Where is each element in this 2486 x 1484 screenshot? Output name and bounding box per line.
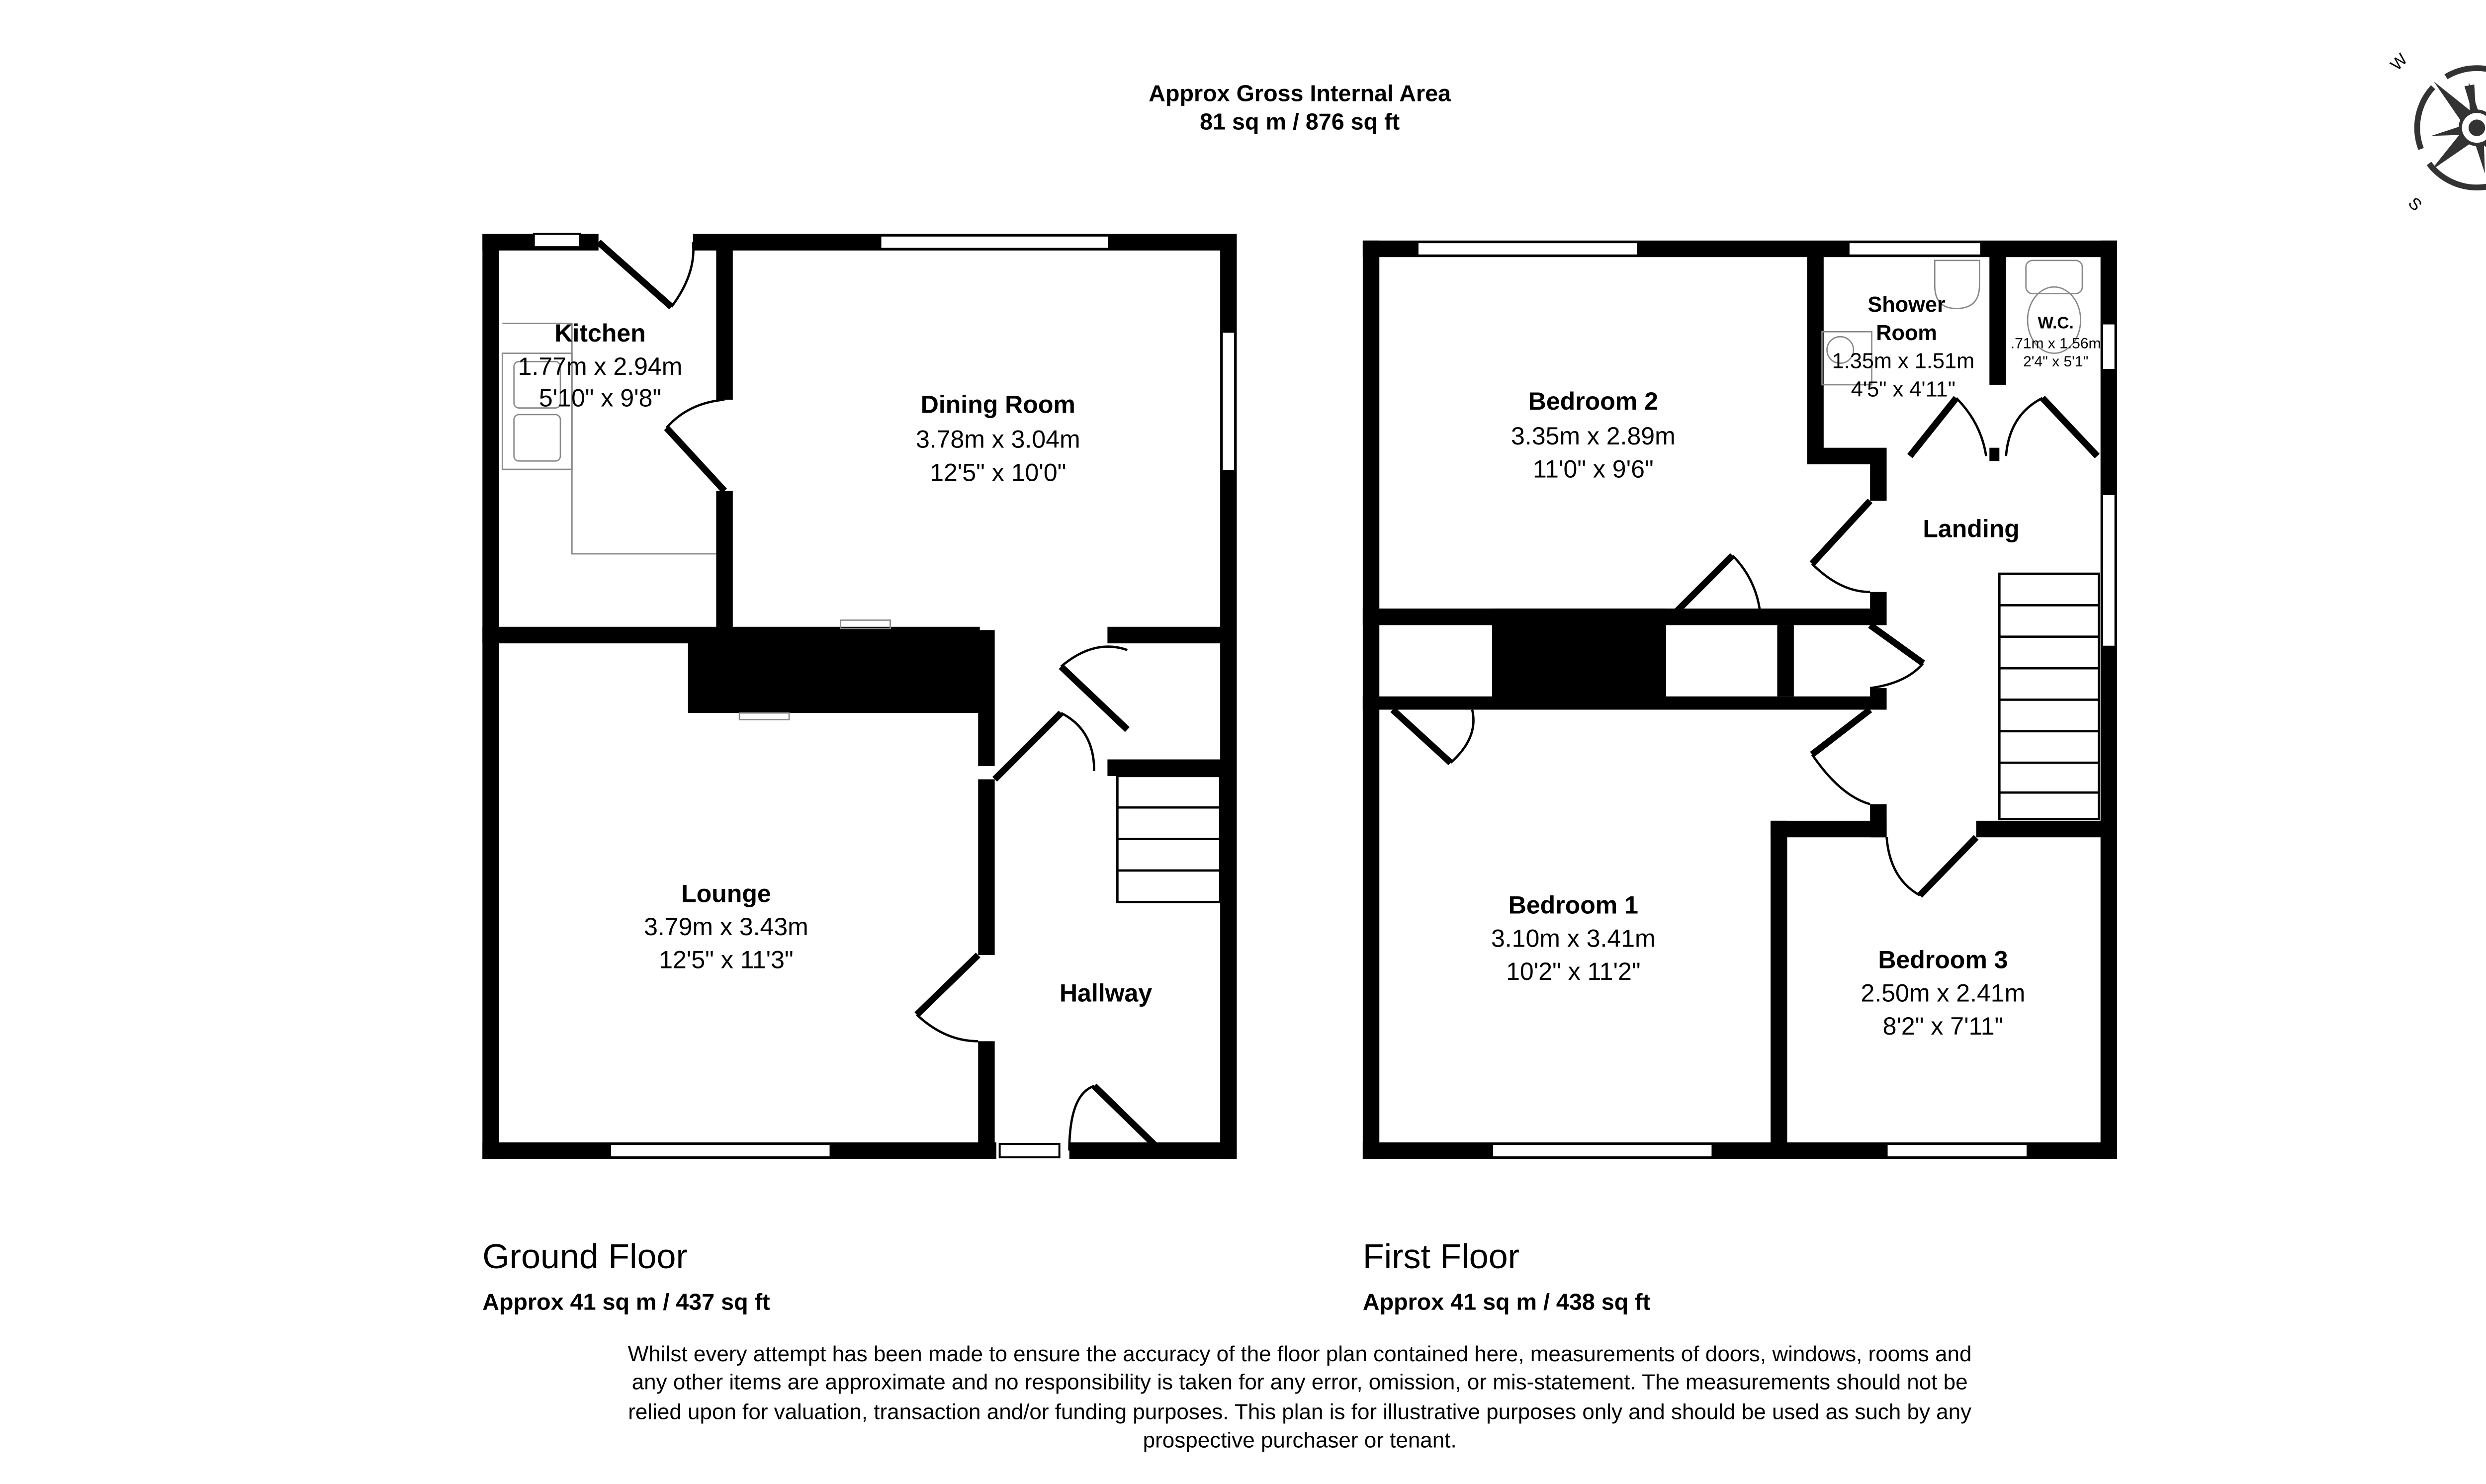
svg-text:11'0" x 9'6": 11'0" x 9'6" <box>1533 455 1654 483</box>
ground-floor-plan <box>482 233 1237 1159</box>
svg-text:Room: Room <box>1876 321 1937 345</box>
svg-text:2.50m x 2.41m: 2.50m x 2.41m <box>1861 979 2026 1007</box>
svg-text:relied upon for valuation, tra: relied upon for valuation, transaction a… <box>628 1400 1971 1424</box>
staircase <box>1998 572 2100 820</box>
gross-area-value: 81 sq m / 876 sq ft <box>1200 108 1400 134</box>
compass-rose-icon: N E S W <box>2387 50 2486 215</box>
svg-text:3.35m x 2.89m: 3.35m x 2.89m <box>1511 422 1676 450</box>
svg-text:3.78m x 3.04m: 3.78m x 3.04m <box>916 426 1080 453</box>
staircase <box>1116 775 1222 903</box>
ground-floor-area: Approx 41 sq m / 437 sq ft <box>482 1289 770 1315</box>
svg-text:10'2" x 11'2": 10'2" x 11'2" <box>1506 958 1641 985</box>
basin-icon <box>1934 260 1980 309</box>
room-dining-room: Dining Room 3.78m x 3.04m 12'5" x 10'0" <box>916 391 1080 487</box>
room-lounge: Lounge 3.79m x 3.43m 12'5" x 11'3" <box>644 879 808 973</box>
svg-text:Bedroom 3: Bedroom 3 <box>1878 946 2008 974</box>
svg-text:2'4" x 5'1": 2'4" x 5'1" <box>2023 353 2088 370</box>
svg-text:3.79m x 3.43m: 3.79m x 3.43m <box>644 913 808 941</box>
svg-text:Lounge: Lounge <box>681 879 771 907</box>
room-bedroom-2: Bedroom 2 3.35m x 2.89m 11'0" x 9'6" <box>1511 387 1676 483</box>
svg-text:12'5" x 11'3": 12'5" x 11'3" <box>659 946 794 974</box>
room-kitchen: Kitchen 1.77m x 2.94m 5'10" x 9'8" <box>518 319 683 412</box>
svg-text:4'5" x 4'11": 4'5" x 4'11" <box>1851 377 1955 401</box>
svg-text:Bedroom 1: Bedroom 1 <box>1509 891 1638 919</box>
svg-text:Bedroom 2: Bedroom 2 <box>1528 387 1658 415</box>
room-wc: W.C. .71m x 1.56m 2'4" x 5'1" <box>2011 314 2101 370</box>
first-floor-area: Approx 41 sq m / 438 sq ft <box>1363 1289 1650 1315</box>
svg-text:W.C.: W.C. <box>2038 314 2074 333</box>
svg-text:1.77m x 2.94m: 1.77m x 2.94m <box>518 352 683 380</box>
room-hallway: Hallway <box>1060 979 1152 1007</box>
room-landing: Landing <box>1923 515 2019 543</box>
svg-text:3.10m x 3.41m: 3.10m x 3.41m <box>1491 924 1656 952</box>
room-bedroom-1: Bedroom 1 3.10m x 3.41m 10'2" x 11'2" <box>1491 891 1656 985</box>
svg-text:5'10" x 9'8": 5'10" x 9'8" <box>539 384 661 412</box>
ground-floor-label: Ground Floor <box>482 1237 688 1276</box>
svg-text:prospective purchaser or tenan: prospective purchaser or tenant. <box>1143 1428 1457 1452</box>
gross-area-title: Approx Gross Internal Area <box>1149 81 1451 106</box>
svg-text:any other items are approximat: any other items are approximate and no r… <box>632 1370 1968 1395</box>
kitchen-sink-icon <box>501 323 716 555</box>
svg-text:Whilst every attempt has been: Whilst every attempt has been made to en… <box>628 1342 1972 1366</box>
disclaimer: Whilst every attempt has been made to en… <box>628 1342 1972 1452</box>
svg-text:Shower: Shower <box>1867 293 1946 317</box>
svg-text:1.35m x 1.51m: 1.35m x 1.51m <box>1832 349 1975 373</box>
svg-text:Kitchen: Kitchen <box>554 319 645 347</box>
room-bedroom-3: Bedroom 3 2.50m x 2.41m 8'2" x 7'11" <box>1861 946 2026 1040</box>
svg-text:Dining Room: Dining Room <box>921 391 1075 419</box>
room-shower-room: Shower Room 1.35m x 1.51m 4'5" x 4'11" <box>1832 293 1975 401</box>
svg-text:.71m x 1.56m: .71m x 1.56m <box>2011 336 2101 352</box>
svg-text:12'5" x 10'0": 12'5" x 10'0" <box>930 458 1066 486</box>
compass-w: W <box>2387 50 2411 75</box>
shower-icon <box>1821 331 1872 386</box>
svg-text:8'2" x 7'11": 8'2" x 7'11" <box>1883 1012 2004 1040</box>
first-floor-label: First Floor <box>1363 1237 1519 1276</box>
toilet-icon <box>2025 260 2083 354</box>
first-floor-plan <box>1362 240 2118 1159</box>
compass-s: S <box>2404 194 2425 215</box>
